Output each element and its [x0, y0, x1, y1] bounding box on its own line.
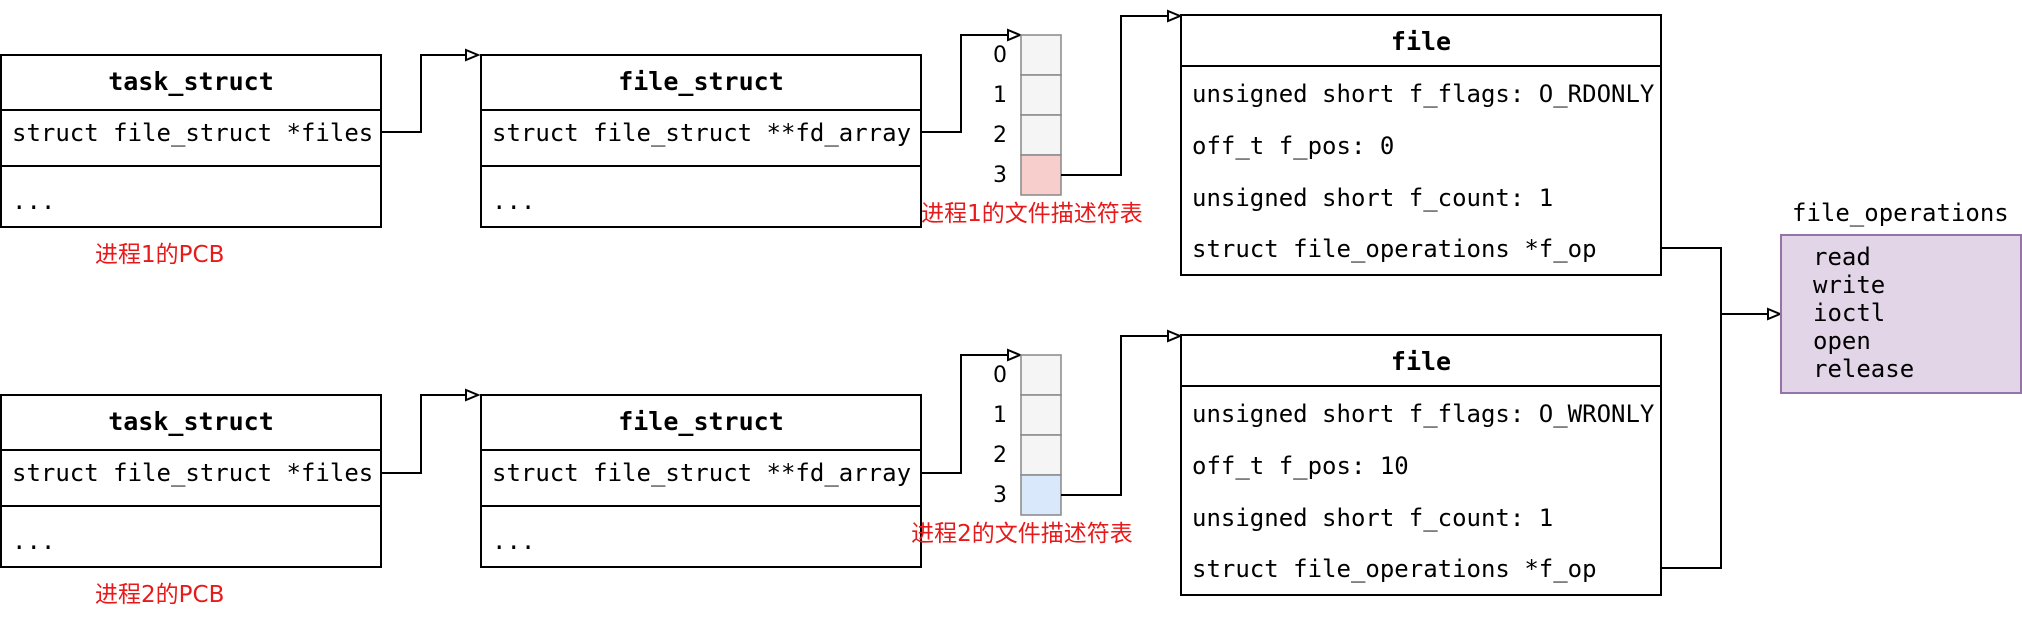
- file-struct-box-1: file_struct struct file_struct **fd_arra…: [480, 54, 922, 228]
- fd-index-1-3: 3: [993, 163, 1007, 188]
- file-struct-box-2: file_struct struct file_struct **fd_arra…: [480, 394, 922, 568]
- file-box-1: file unsigned short f_flags: O_RDONLY of…: [1180, 14, 1662, 276]
- file-struct-fd-array-field-1: struct file_struct **fd_array: [492, 119, 911, 147]
- fd-index-2-0: 0: [993, 363, 1007, 388]
- pcb-label-2: 进程2的PCB: [95, 582, 224, 608]
- file-title-2: file: [1391, 347, 1451, 376]
- fd-cell-1-2: [1020, 114, 1062, 156]
- arrowhead-fdtable-2: [1007, 348, 1023, 362]
- file-operations-box: file_operations read write ioctl open re…: [1780, 199, 2022, 394]
- file-count-field-2: unsigned short f_count: 1: [1192, 504, 1553, 532]
- arrowhead-file-operations: [1767, 307, 1783, 321]
- file-box-2: file unsigned short f_flags: O_WRONLY of…: [1180, 334, 1662, 596]
- task-struct-title-1: task_struct: [108, 67, 274, 96]
- fd-cell-2-3: [1020, 474, 1062, 516]
- connector-fd3-to-file-1: [1061, 15, 1168, 176]
- file-op-write: write: [1813, 271, 1885, 299]
- file-op-release: release: [1813, 355, 1914, 383]
- fd-table-1: 0 1 2 3: [993, 34, 1062, 196]
- task-struct-files-field-1: struct file_struct *files: [12, 119, 373, 147]
- task-struct-files-field-2: struct file_struct *files: [12, 459, 373, 487]
- file-operations-title: file_operations: [1792, 199, 2009, 227]
- file-op-ioctl: ioctl: [1813, 299, 1885, 327]
- task-struct-title-2: task_struct: [108, 407, 274, 436]
- fd-index-2-1: 1: [993, 403, 1007, 428]
- file-struct-title-1: file_struct: [618, 67, 784, 96]
- task-struct-box-2: task_struct struct file_struct *files ..…: [0, 394, 382, 568]
- file-fop-field-1: struct file_operations *f_op: [1192, 235, 1597, 263]
- arrowhead-fdtable-1: [1007, 28, 1023, 42]
- fd-cell-1-0: [1020, 34, 1062, 76]
- fd-index-1-1: 1: [993, 83, 1007, 108]
- arrowhead-file-2: [1167, 329, 1183, 343]
- file-operations-rect: [1780, 234, 2022, 394]
- file-struct-fd-array-field-2: struct file_struct **fd_array: [492, 459, 911, 487]
- fd-cell-1-1: [1020, 74, 1062, 116]
- file-struct-more-2: ...: [492, 527, 535, 555]
- file-op-open: open: [1813, 327, 1871, 355]
- file-pos-field-2: off_t f_pos: 10: [1192, 452, 1409, 480]
- file-op-read: read: [1813, 243, 1871, 271]
- fd-cell-1-3: [1020, 154, 1062, 196]
- process1-group: task_struct struct file_struct *files ..…: [0, 9, 1662, 276]
- file-struct-more-1: ...: [492, 187, 535, 215]
- fd-index-2-3: 3: [993, 483, 1007, 508]
- file-pos-field-1: off_t f_pos: 0: [1192, 132, 1394, 160]
- connector-fop-1: [1661, 247, 1722, 314]
- file-title-1: file: [1391, 27, 1451, 56]
- connector-fd3-to-file-2: [1061, 335, 1168, 496]
- fd-index-1-0: 0: [993, 43, 1007, 68]
- task-struct-box-1: task_struct struct file_struct *files ..…: [0, 54, 382, 228]
- connector-task-to-filestruct-2: [381, 394, 466, 474]
- fd-table-2: 0 1 2 3: [993, 354, 1062, 516]
- file-fop-field-2: struct file_operations *f_op: [1192, 555, 1597, 583]
- arrowhead-filestruct-2: [465, 388, 481, 402]
- connector-filestruct-to-fdtable-1: [921, 34, 1008, 133]
- connector-filestruct-to-fdtable-2: [921, 354, 1008, 474]
- fd-table-label-2: 进程2的文件描述符表: [911, 521, 1133, 547]
- fd-cell-2-1: [1020, 394, 1062, 436]
- file-flags-field-1: unsigned short f_flags: O_RDONLY: [1192, 80, 1655, 108]
- connector-fop-2: [1661, 314, 1722, 569]
- task-struct-more-2: ...: [12, 527, 55, 555]
- file-struct-title-2: file_struct: [618, 407, 784, 436]
- process2-group: task_struct struct file_struct *files ..…: [0, 329, 1662, 608]
- file-count-field-1: unsigned short f_count: 1: [1192, 184, 1553, 212]
- fd-cell-2-0: [1020, 354, 1062, 396]
- fd-index-2-2: 2: [993, 443, 1007, 468]
- fd-table-label-1: 进程1的文件描述符表: [921, 201, 1143, 227]
- arrowhead-filestruct-1: [465, 48, 481, 62]
- fd-cell-2-2: [1020, 434, 1062, 476]
- connector-task-to-filestruct-1: [381, 54, 466, 133]
- arrowhead-file-1: [1167, 9, 1183, 23]
- fd-index-1-2: 2: [993, 123, 1007, 148]
- task-struct-more-1: ...: [12, 187, 55, 215]
- file-flags-field-2: unsigned short f_flags: O_WRONLY: [1192, 400, 1655, 428]
- pcb-label-1: 进程1的PCB: [95, 242, 224, 268]
